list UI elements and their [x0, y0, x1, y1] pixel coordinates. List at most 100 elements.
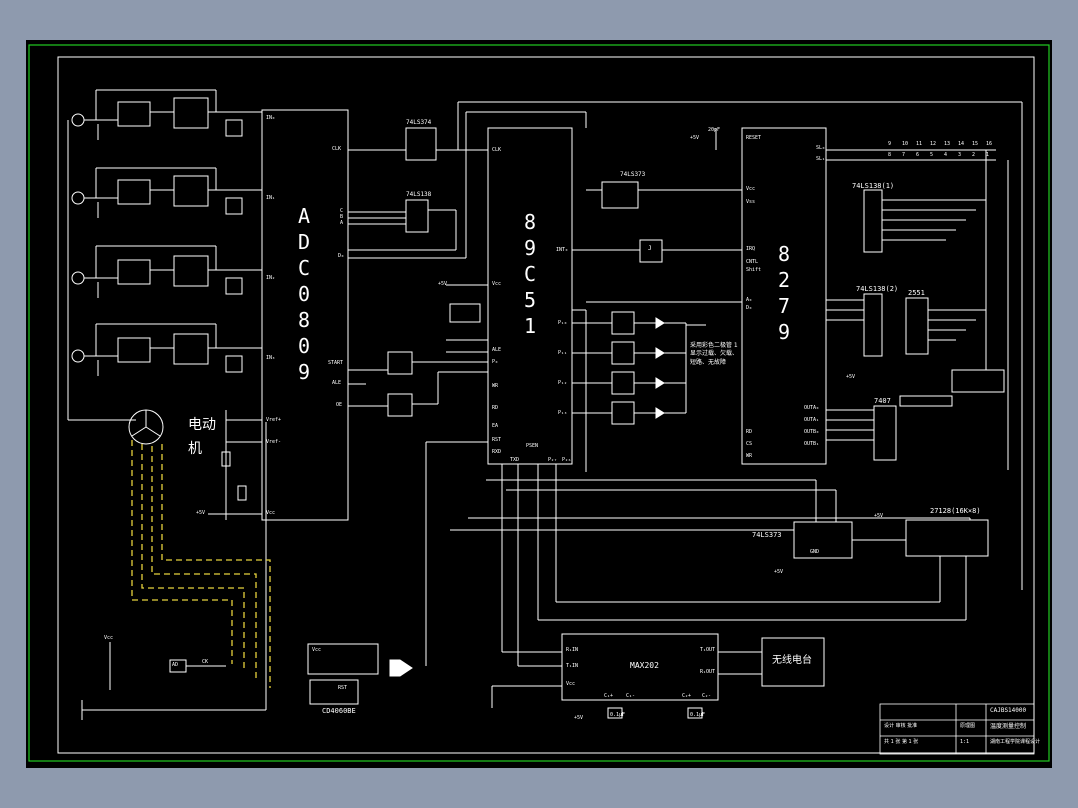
ls373-mid-box: [601, 181, 639, 209]
bl-ck: CK: [202, 659, 209, 665]
adc-oe: OE: [336, 402, 343, 408]
mcu-clk: CLK: [492, 147, 502, 153]
crystal: [449, 303, 481, 323]
kbd-db: D₀: [746, 305, 753, 311]
plus5v-bot: +5V: [774, 569, 784, 575]
kbd-vss: Vss: [746, 199, 756, 205]
mcu-plus5v: +5V: [438, 281, 448, 287]
max-vcc: Vcc: [566, 681, 576, 687]
gate-2: [387, 393, 413, 417]
led-driver-4: [611, 401, 635, 425]
inv-7407-label: 7407: [874, 397, 891, 405]
row-number: 14: [958, 141, 965, 147]
kbd-outb: OUTB₀: [804, 429, 820, 435]
gate-j-label: J: [648, 245, 652, 252]
gate-1: [387, 351, 413, 375]
kbd-cap: 20pF: [708, 127, 721, 133]
mcu-txd: TXD: [510, 457, 520, 463]
bl-ad: AD: [172, 662, 179, 668]
plus5v-dec: +5V: [846, 374, 856, 380]
inner-frame: [57, 56, 1035, 754]
row-number: 6: [916, 152, 920, 158]
mcu-p2: P₁₁: [558, 350, 568, 356]
adc-clk: CLK: [332, 146, 342, 152]
title-school: 湖南工程学院课程设计: [990, 739, 1041, 745]
display-row: [951, 369, 1005, 393]
led-3: [655, 377, 665, 389]
adc-ale: ALE: [332, 380, 342, 386]
eprom-27128-box: [905, 519, 989, 557]
mcu-ale: ALE: [492, 347, 502, 353]
ls374-label: 74LS374: [406, 119, 432, 126]
adc-in2: IN₂: [266, 275, 276, 281]
title-code: CAJBS14000: [990, 707, 1027, 714]
adc0809-box: [261, 109, 349, 521]
ls373-mid-label: 74LS373: [620, 171, 646, 178]
sensor-channel-2: [71, 167, 262, 218]
adc-plus5v: +5V: [196, 510, 206, 516]
kbd-8279-box: [741, 127, 827, 465]
kbd-vcc: Vcc: [746, 186, 756, 192]
adc-vref-p: Vref+: [266, 417, 282, 423]
outer-frame: [28, 44, 1050, 762]
radio-label: 无线电台: [772, 655, 812, 666]
led-4: [655, 407, 665, 419]
or-gate: [389, 659, 413, 677]
bl-vcc: Vcc: [104, 635, 114, 641]
radio-box: [761, 637, 825, 687]
mcu-p3: P₁₂: [558, 380, 568, 386]
title-block: [879, 703, 1035, 755]
kbd-irq: IRQ: [746, 246, 756, 252]
buf-2551-box: [905, 297, 929, 355]
motor-label-2: 机: [188, 441, 202, 457]
mcu-p0: P₀: [492, 359, 499, 365]
inv-7407-box: [873, 405, 897, 461]
adc-c: C: [340, 208, 344, 214]
mcu-rd: RD: [492, 405, 499, 411]
max-c1m: C₁-: [626, 693, 636, 699]
kbd-shift: Shift: [746, 267, 762, 273]
adc-in0: IN₀: [266, 115, 276, 121]
title-sub: 原理图: [960, 723, 976, 729]
adc-vcc: Vcc: [266, 510, 276, 516]
title-scale: 1:1: [960, 739, 970, 745]
cd4060-box: [309, 679, 359, 705]
plus5v-max: +5V: [574, 715, 584, 721]
mcu-psen: PSEN: [526, 443, 539, 449]
kbd-wr: WR: [746, 453, 753, 459]
mcu-rst: RST: [492, 437, 502, 443]
motor-feedback-4: [161, 444, 271, 688]
title-sheet: 共 1 张 第 1 张: [884, 739, 919, 745]
kbd-cs: CS: [746, 441, 753, 447]
mcu-89c51-box: [487, 127, 573, 465]
ls373-gnd: GND: [810, 549, 820, 555]
sensor-channel-3: [71, 245, 262, 298]
ls138-top-label: 74LS138: [406, 191, 432, 198]
adc-vref-m: Vref-: [266, 439, 282, 445]
cd-vcc: Vcc: [312, 647, 322, 653]
mcu-ea: EA: [492, 423, 499, 429]
row-number: 1: [986, 152, 990, 158]
row-number: 10: [902, 141, 909, 147]
row-number: 12: [930, 141, 937, 147]
sensor-channel-1: [71, 89, 262, 140]
row-number: 9: [888, 141, 892, 147]
title-row1: 设计 审核 批准: [884, 723, 918, 729]
kbd-outb1: OUTB₁: [804, 441, 820, 447]
motor-feedback-3: [151, 446, 257, 680]
mcu-p4: P₁₃: [558, 410, 568, 416]
led-1: [655, 317, 665, 329]
mcu-wr: WR: [492, 383, 499, 389]
row-number: 3: [958, 152, 962, 158]
kbd-sl0: SL₀: [816, 145, 826, 151]
mcu-vcc: Vcc: [492, 281, 502, 287]
adc-a: A: [340, 220, 344, 226]
sensor-channel-4: [71, 323, 262, 376]
row-number: 11: [916, 141, 923, 147]
eprom-label: 27128(16K×8): [930, 507, 981, 515]
max-t1in: T₁IN: [566, 663, 579, 669]
led-driver-3: [611, 371, 635, 395]
row-number: 16: [986, 141, 993, 147]
